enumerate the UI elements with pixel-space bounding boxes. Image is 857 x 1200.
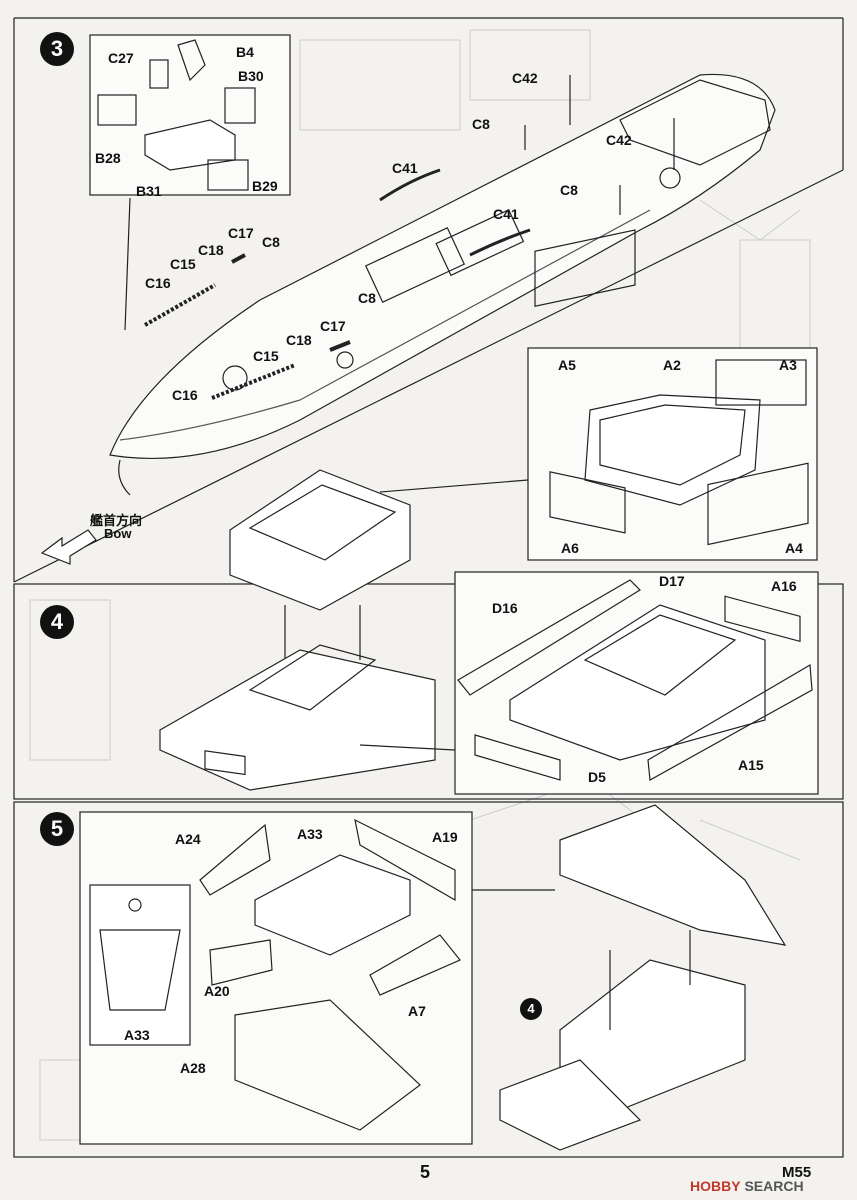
- step-5-badge: 5: [40, 812, 74, 846]
- watermark: HOBBY SEARCH: [690, 1178, 804, 1194]
- part-label-a3: A3: [779, 357, 797, 373]
- part-label-d17: D17: [659, 573, 685, 589]
- part-label-c8-top: C8: [472, 116, 490, 132]
- part-label-a16: A16: [771, 578, 797, 594]
- step-4-reference-badge: 4: [520, 998, 542, 1020]
- bow-direction-english: Bow: [104, 526, 132, 541]
- part-label-c27: C27: [108, 50, 134, 66]
- step-3-badge: 3: [40, 32, 74, 66]
- part-label-a6: A6: [561, 540, 579, 556]
- watermark-suffix: SEARCH: [744, 1178, 804, 1194]
- part-label-c42-top: C42: [512, 70, 538, 86]
- step-4-badge: 4: [40, 605, 74, 639]
- part-label-d16: D16: [492, 600, 518, 616]
- part-label-b28: B28: [95, 150, 121, 166]
- part-label-c16-lower: C16: [172, 387, 198, 403]
- part-label-d5: D5: [588, 769, 606, 785]
- watermark-brand: HOBBY: [690, 1178, 741, 1194]
- part-label-a20: A20: [204, 983, 230, 999]
- part-label-a19: A19: [432, 829, 458, 845]
- model-code: M55: [782, 1164, 812, 1181]
- part-label-c18-fore: C18: [198, 242, 224, 258]
- part-label-c8-lower: C8: [358, 290, 376, 306]
- part-label-a4: A4: [785, 540, 803, 556]
- part-label-c8-mid: C8: [560, 182, 578, 198]
- part-label-a7: A7: [408, 1003, 426, 1019]
- part-label-a15: A15: [738, 757, 764, 773]
- part-label-c16-fore: C16: [145, 275, 171, 291]
- part-label-a33: A33: [297, 826, 323, 842]
- part-label-a24: A24: [175, 831, 201, 847]
- part-label-c41-fore: C41: [392, 160, 418, 176]
- part-label-c17-fore: C17: [228, 225, 254, 241]
- part-label-a33-inset: A33: [124, 1027, 150, 1043]
- bow-direction-japanese: 艦首方向: [90, 513, 143, 528]
- part-label-a5: A5: [558, 357, 576, 373]
- part-label-c15-fore: C15: [170, 256, 196, 272]
- part-label-c18-lower: C18: [286, 332, 312, 348]
- part-label-b31: B31: [136, 183, 162, 199]
- part-label-b4: B4: [236, 44, 254, 60]
- part-label-c15-lower: C15: [253, 348, 279, 364]
- part-label-c17-lower: C17: [320, 318, 346, 334]
- page-number: 5: [420, 1162, 431, 1182]
- part-label-a28: A28: [180, 1060, 206, 1076]
- part-label-c42-stern: C42: [606, 132, 632, 148]
- part-label-b30: B30: [238, 68, 264, 84]
- part-label-c8-fore: C8: [262, 234, 280, 250]
- part-label-c41-aft: C41: [493, 206, 519, 222]
- part-label-b29: B29: [252, 178, 278, 194]
- part-label-a2: A2: [663, 357, 681, 373]
